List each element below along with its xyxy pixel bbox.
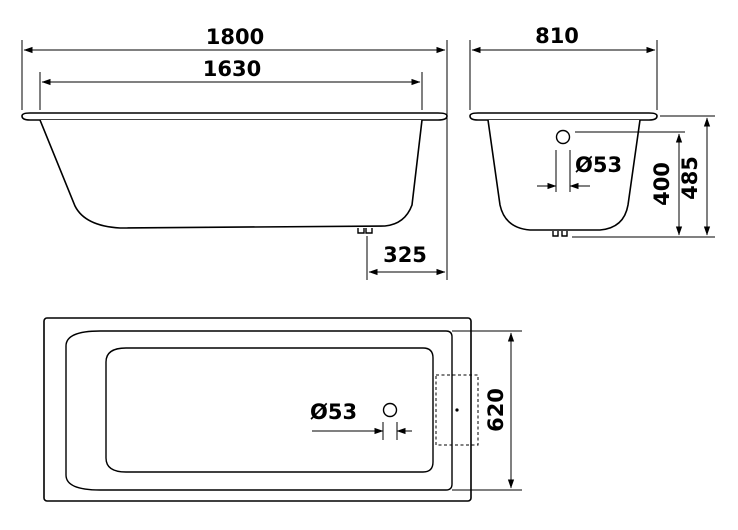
plan-inner-rim — [65, 330, 453, 491]
side-overflow-hole — [555, 129, 571, 145]
overall-length-label: 1800 — [206, 25, 264, 49]
drain-offset-label: 325 — [383, 243, 427, 267]
inner-depth-label: 400 — [650, 162, 674, 206]
plan-outer-rim — [43, 317, 472, 502]
inner-width-label: 620 — [484, 388, 508, 432]
front-foot-left — [357, 228, 365, 234]
inner-length-label: 1630 — [203, 57, 261, 81]
plan-drain-housing-hidden — [435, 374, 479, 446]
front-foot-right — [365, 228, 373, 234]
plan-view: Ø53 620 — [43, 317, 522, 502]
overall-height-label: 485 — [678, 156, 702, 200]
side-rim — [469, 112, 658, 121]
plan-drain-diameter-label: Ø53 — [310, 400, 357, 424]
side-basin — [487, 119, 641, 231]
front-rim — [21, 112, 448, 121]
side-drain-diameter-label: Ø53 — [575, 153, 622, 177]
front-basin — [39, 119, 423, 229]
front-elevation-view: 1800 1630 325 — [21, 25, 448, 280]
side-elevation-view: 810 Ø53 400 485 — [469, 24, 715, 238]
overall-width-label: 810 — [535, 24, 579, 48]
plan-drain-center-mark — [455, 408, 459, 412]
side-foot-right — [561, 231, 568, 237]
side-foot-left — [552, 231, 559, 237]
plan-drain-hole — [382, 402, 398, 418]
plan-basin-floor — [105, 347, 434, 473]
